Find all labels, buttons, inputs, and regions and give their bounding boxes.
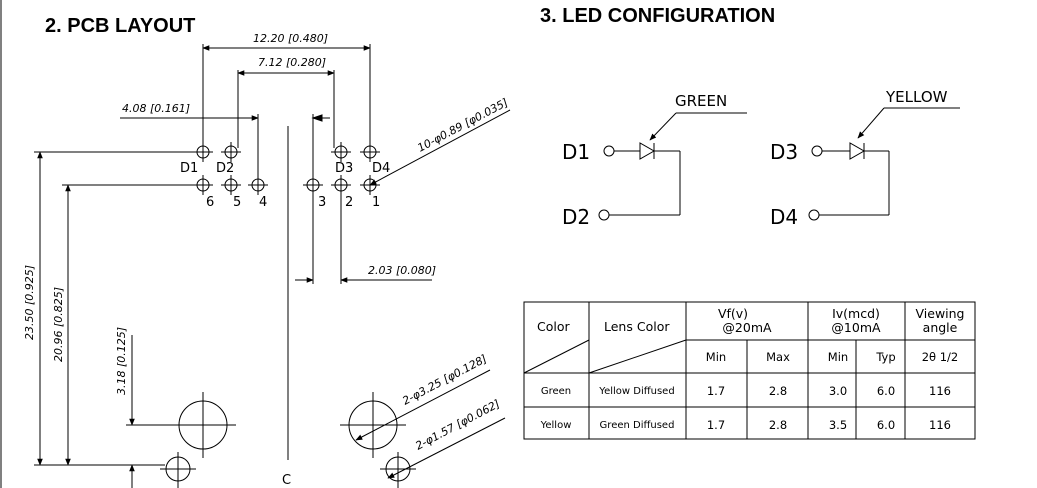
led-green-label: GREEN [675,92,727,110]
led-d3-label: D3 [770,140,798,164]
sub-max: Max [766,350,790,364]
dim-left-label: 4.08 [0.161] [122,102,190,115]
pad-label-4: 4 [259,195,267,210]
pads-upper [193,142,380,162]
row1-angle: 116 [929,384,951,398]
pad-label-1: 1 [372,195,380,210]
dim-mid-label: 7.12 [0.280] [258,56,326,69]
led-d2-label: D2 [562,205,590,229]
dim-width: 12.20 [0.480] [202,32,371,148]
dim-holes: 10-φ0.89 [φ0.035] [369,96,511,186]
dim-h2-label: 20.96 [0.825] [52,287,65,362]
dim-mount2-label: 2-φ1.57 [φ0.062] [413,397,502,452]
th-iv: Iv(mcd) [832,306,880,321]
sub-min1: Min [706,350,726,364]
row1-iv-typ: 6.0 [877,384,895,398]
pad-label-5: 5 [233,195,241,210]
pad-label-d4: D4 [372,161,390,176]
row1-lens: Yellow Diffused [598,386,674,397]
dim-mount1: 2-φ3.25 [φ0.128] [355,352,491,441]
centerline-label: C [282,473,291,488]
dim-mount1-label: 2-φ3.25 [φ0.128] [400,352,489,407]
th-view: Viewing [916,306,965,321]
dim-h1: 23.50 [0.925] [23,151,196,466]
mount-holes [160,392,416,488]
th-vf: Vf(v) [718,306,748,321]
row2-lens: Green Diffused [600,420,675,431]
dim-holes-label: 10-φ0.89 [φ0.035] [415,96,510,155]
dim-h3: 3.18 [0.125] [115,327,178,488]
dim-pitch: 2.03 [0.080] [295,195,436,284]
pad-label-6: 6 [206,195,214,210]
th-iv-cond: @10mA [831,320,881,335]
th-color: Color [537,319,570,334]
pads-lower [193,175,380,195]
pad-label-d1: D1 [180,161,198,176]
dim-left: 4.08 [0.161] [120,102,330,184]
dim-pitch-label: 2.03 [0.080] [368,264,436,277]
dim-h3-label: 3.18 [0.125] [115,327,128,395]
led-green-circuit: D1 D2 GREEN [562,92,747,229]
pad-label-d3: D3 [335,161,353,176]
pad-label-2: 2 [345,195,353,210]
led-d1-label: D1 [562,140,590,164]
led-title: 3. LED CONFIGURATION [540,5,775,27]
row2-iv-typ: 6.0 [877,418,895,432]
th-lens: Lens Color [604,319,670,334]
row2-vf-min: 1.7 [707,418,725,432]
dim-mid: 7.12 [0.280] [237,56,335,148]
th-vf-cond: @20mA [722,320,772,335]
row2-angle: 116 [929,418,951,432]
row2-vf-max: 2.8 [769,418,787,432]
led-d4-label: D4 [770,205,798,229]
row1-color: Green [541,386,571,397]
led-yellow-circuit: D3 D4 YELLOW [770,88,960,229]
row1-vf-min: 1.7 [707,384,725,398]
row1-vf-max: 2.8 [769,384,787,398]
dim-h1-label: 23.50 [0.925] [23,265,36,340]
dim-mount2: 2-φ1.57 [φ0.062] [387,397,506,479]
pad-label-d2: D2 [216,161,234,176]
dim-h2: 20.96 [0.825] [52,184,196,466]
pad-label-3: 3 [318,195,326,210]
sub-min2: Min [828,350,848,364]
row2-iv-min: 3.5 [829,418,847,432]
spec-table [523,301,976,440]
row2-color: Yellow [540,420,572,431]
dim-width-label: 12.20 [0.480] [253,32,328,45]
pcb-title: 2. PCB LAYOUT [45,15,195,37]
sub-typ: Typ [875,350,895,364]
th-view2: angle [923,320,958,335]
row1-iv-min: 3.0 [829,384,847,398]
sub-angle: 2θ 1/2 [922,350,959,364]
led-yellow-label: YELLOW [885,88,948,106]
